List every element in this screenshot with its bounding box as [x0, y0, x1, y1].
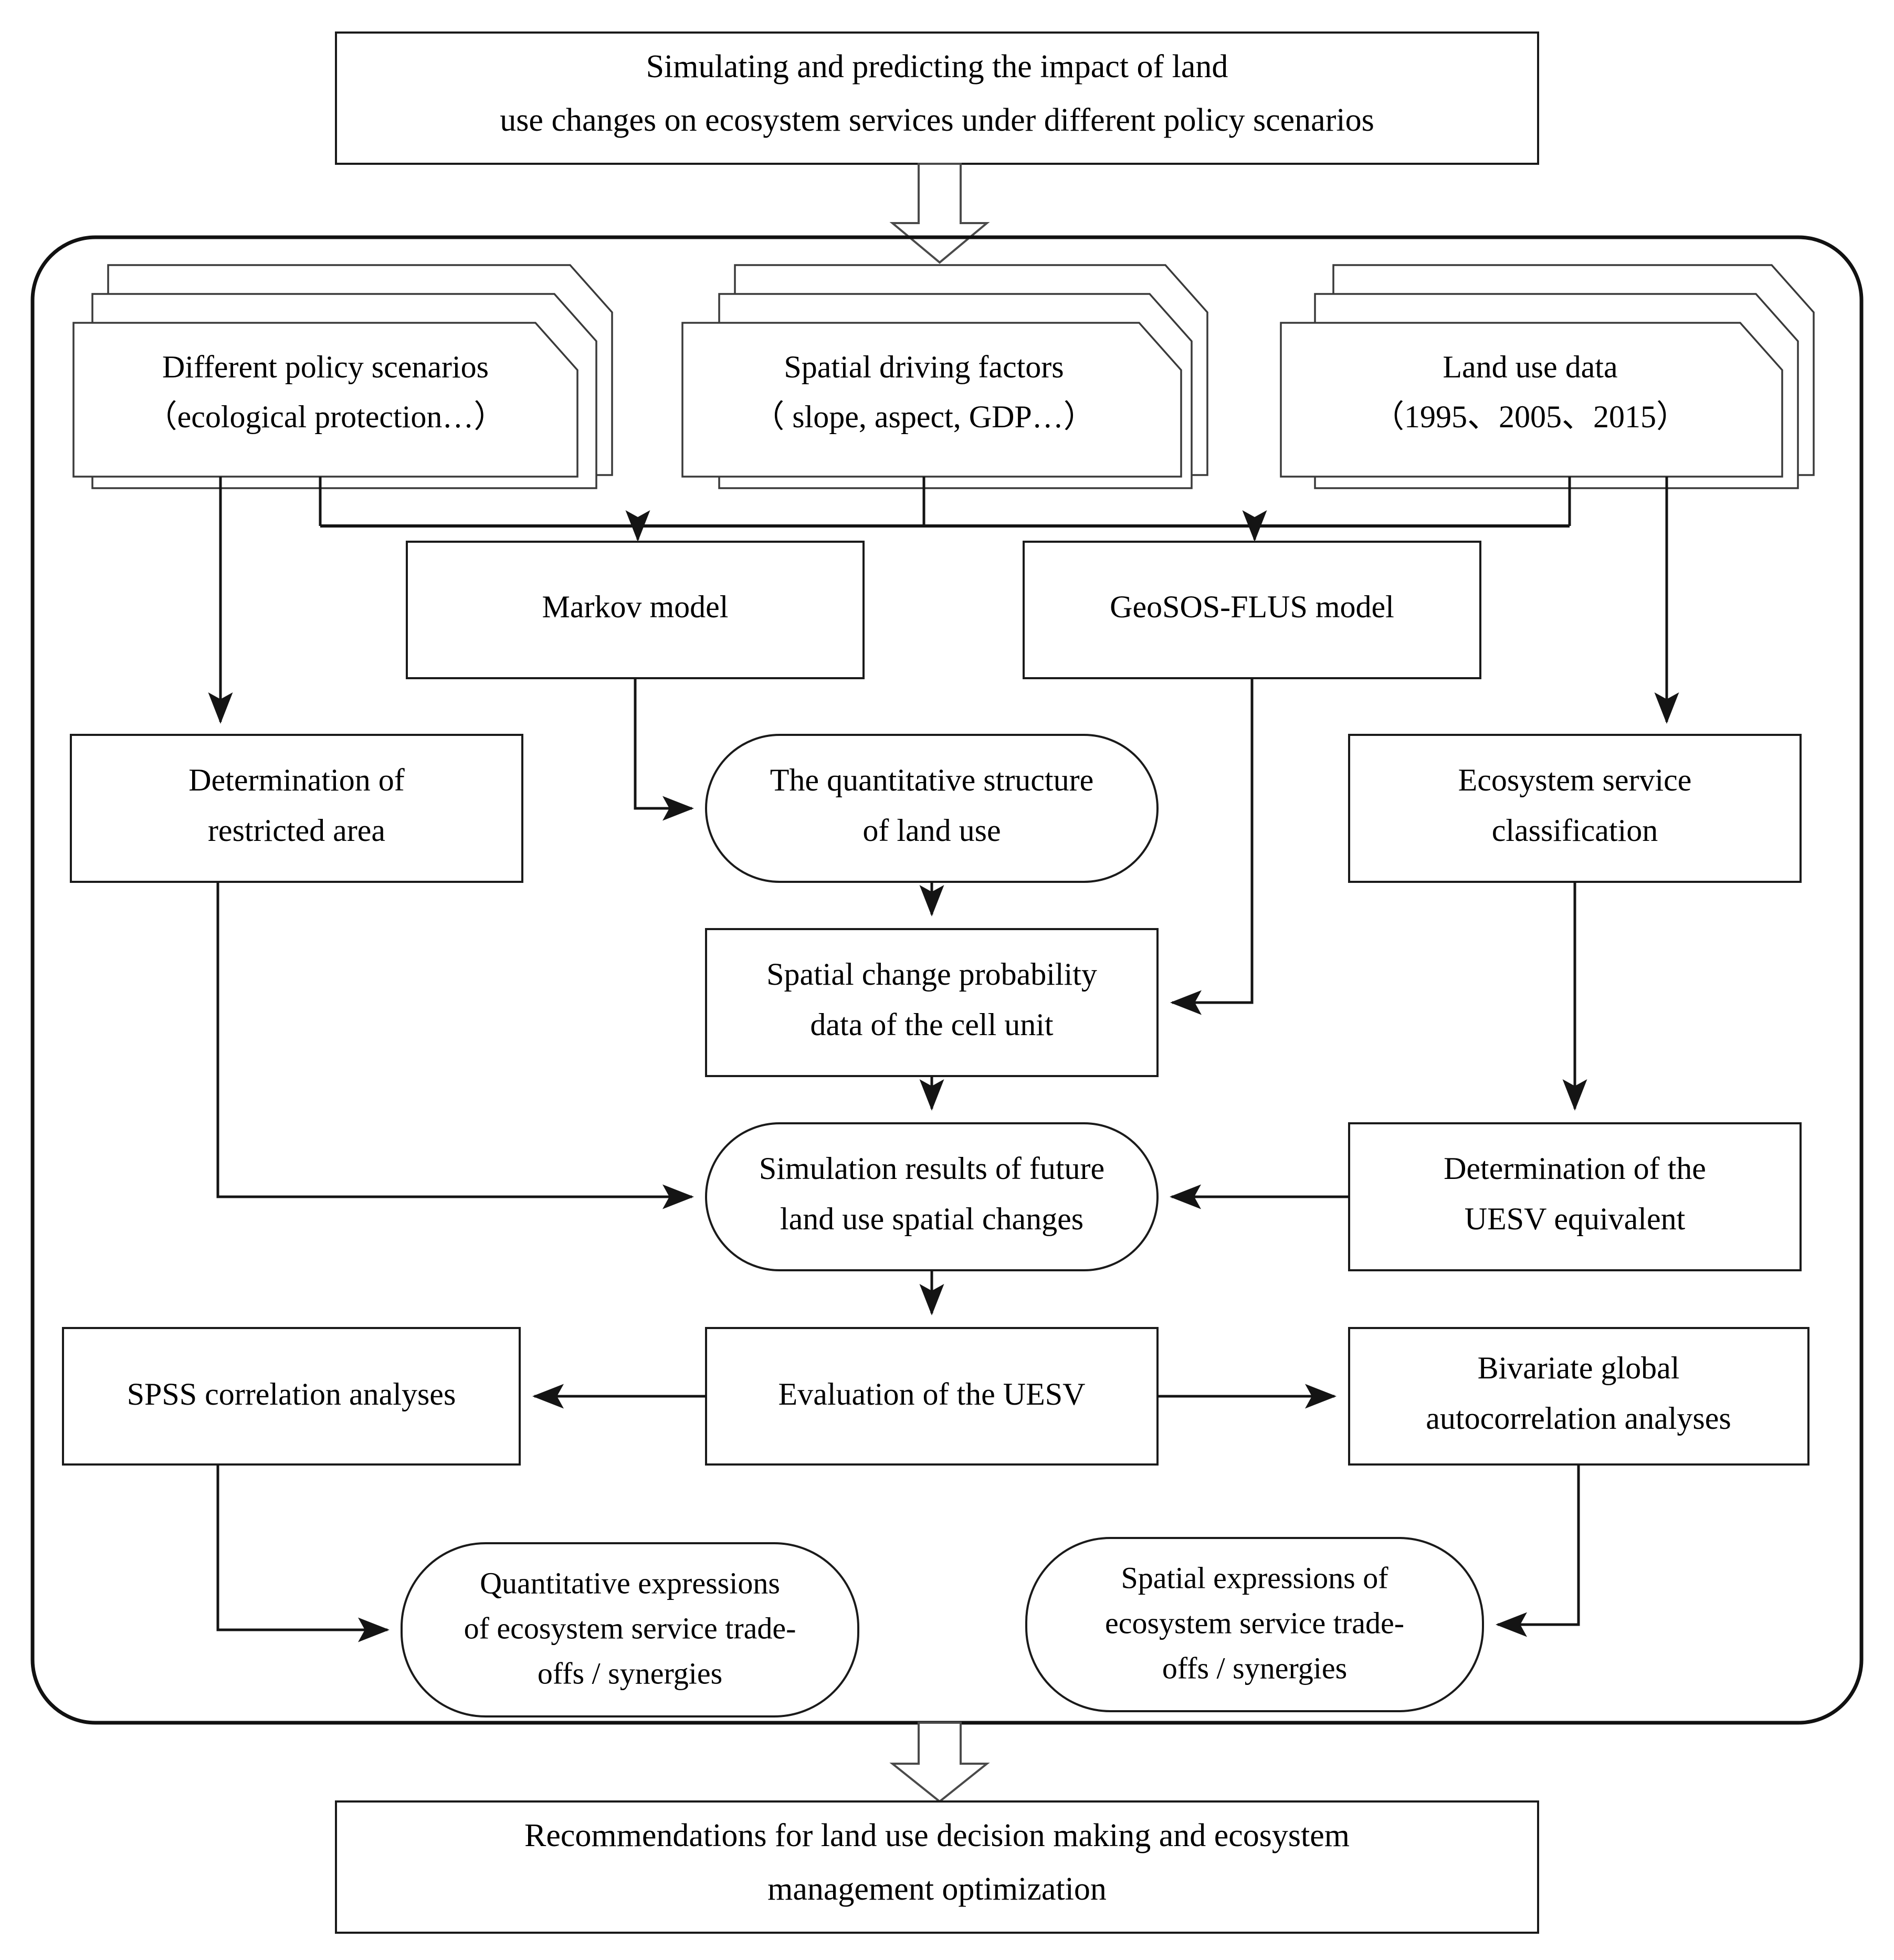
input-different-policy-scenarios[interactable]: Different policy scenarios （ecological p…	[72, 264, 613, 489]
process-0-line-2: restricted area	[208, 813, 385, 848]
input-1-line-2: （ slope, aspect, GDP…）	[753, 399, 1095, 434]
model-0-label: Markov model	[542, 589, 729, 624]
node-evaluation-of-the-uesv[interactable]: Evaluation of the UESV	[705, 1327, 1159, 1466]
process-2-line-1: Ecosystem service	[1458, 763, 1692, 797]
node-quantitative-structure-of-land-use[interactable]: The quantitative structure of land use	[705, 734, 1159, 883]
input-land-use-data[interactable]: Land use data （1995、2005、2015）	[1280, 264, 1815, 489]
analysis-2-line-1: Bivariate global	[1478, 1351, 1680, 1385]
connector-input-bus	[319, 477, 1571, 542]
output-1-line-1: Spatial expressions of	[1121, 1561, 1388, 1595]
connector-bivariate-to-spatial-expressions	[1495, 1464, 1580, 1637]
title-line-1: Simulating and predicting the impact of …	[646, 49, 1228, 85]
model-1-label: GeoSOS-FLUS model	[1110, 589, 1394, 624]
node-spss-correlation-analyses[interactable]: SPSS correlation analyses	[62, 1327, 521, 1466]
connector-markov-to-quant-structure	[634, 678, 695, 821]
hollow-arrow-top	[889, 163, 990, 264]
input-2-line-2: （1995、2005、2015）	[1373, 399, 1688, 434]
node-markov-model[interactable]: Markov model	[406, 541, 865, 679]
conclusion-box: Recommendations for land use decision ma…	[335, 1800, 1539, 1934]
input-0-line-2: （ecological protection…）	[146, 399, 506, 434]
analysis-1-label: Evaluation of the UESV	[778, 1377, 1086, 1411]
node-simulation-results-future-land-use[interactable]: Simulation results of future land use sp…	[705, 1122, 1159, 1271]
input-spatial-driving-factors[interactable]: Spatial driving factors （ slope, aspect,…	[681, 264, 1208, 489]
output-0-line-3: offs / synergies	[538, 1656, 722, 1690]
node-quantitative-expressions-tradeoffs[interactable]: Quantitative expressions of ecosystem se…	[401, 1542, 859, 1717]
input-2-line-1: Land use data	[1443, 350, 1617, 384]
connector-restricted-area-to-simulation	[216, 882, 695, 1209]
input-1-line-1: Spatial driving factors	[784, 350, 1064, 384]
node-bivariate-global-autocorrelation-analyses[interactable]: Bivariate global autocorrelation analyse…	[1348, 1327, 1809, 1466]
process-2-line-2: classification	[1492, 813, 1658, 848]
node-geosos-flus-model[interactable]: GeoSOS-FLUS model	[1023, 541, 1481, 679]
output-0-line-1: Quantitative expressions	[480, 1566, 780, 1600]
conclusion-line-1: Recommendations for land use decision ma…	[524, 1818, 1350, 1853]
node-spatial-change-probability-data[interactable]: Spatial change probability data of the c…	[705, 928, 1159, 1077]
output-0-line-2: of ecosystem service trade-	[464, 1611, 796, 1645]
process-1-line-1: The quantitative structure	[770, 763, 1093, 797]
node-determination-of-uesv-equivalent[interactable]: Determination of the UESV equivalent	[1348, 1122, 1802, 1271]
node-determination-of-restricted-area[interactable]: Determination of restricted area	[70, 734, 523, 883]
process-5-line-2: UESV equivalent	[1465, 1202, 1686, 1236]
connector-spss-to-quantitative-expressions	[216, 1464, 390, 1642]
process-0-line-1: Determination of	[188, 763, 405, 797]
title-line-2: use changes on ecosystem services under …	[500, 102, 1374, 138]
node-ecosystem-service-classification[interactable]: Ecosystem service classification	[1348, 734, 1802, 883]
process-5-line-1: Determination of the	[1444, 1151, 1706, 1186]
input-0-line-1: Different policy scenarios	[162, 350, 489, 384]
process-4-line-2: land use spatial changes	[780, 1202, 1083, 1236]
process-1-line-2: of land use	[862, 813, 1001, 848]
hollow-arrow-bottom	[889, 1722, 990, 1803]
analysis-2-line-2: autocorrelation analyses	[1426, 1401, 1731, 1436]
process-4-line-1: Simulation results of future	[759, 1151, 1104, 1186]
process-3-line-1: Spatial change probability	[766, 957, 1097, 992]
output-1-line-2: ecosystem service trade-	[1105, 1606, 1404, 1640]
analysis-0-label: SPSS correlation analyses	[127, 1377, 456, 1411]
connector-geosos-to-spatial-change	[1170, 678, 1254, 1015]
node-spatial-expressions-tradeoffs[interactable]: Spatial expressions of ecosystem service…	[1025, 1537, 1484, 1712]
title-box: Simulating and predicting the impact of …	[335, 31, 1539, 165]
process-3-line-2: data of the cell unit	[810, 1007, 1053, 1042]
conclusion-line-2: management optimization	[767, 1871, 1107, 1907]
output-1-line-3: offs / synergies	[1162, 1651, 1347, 1685]
